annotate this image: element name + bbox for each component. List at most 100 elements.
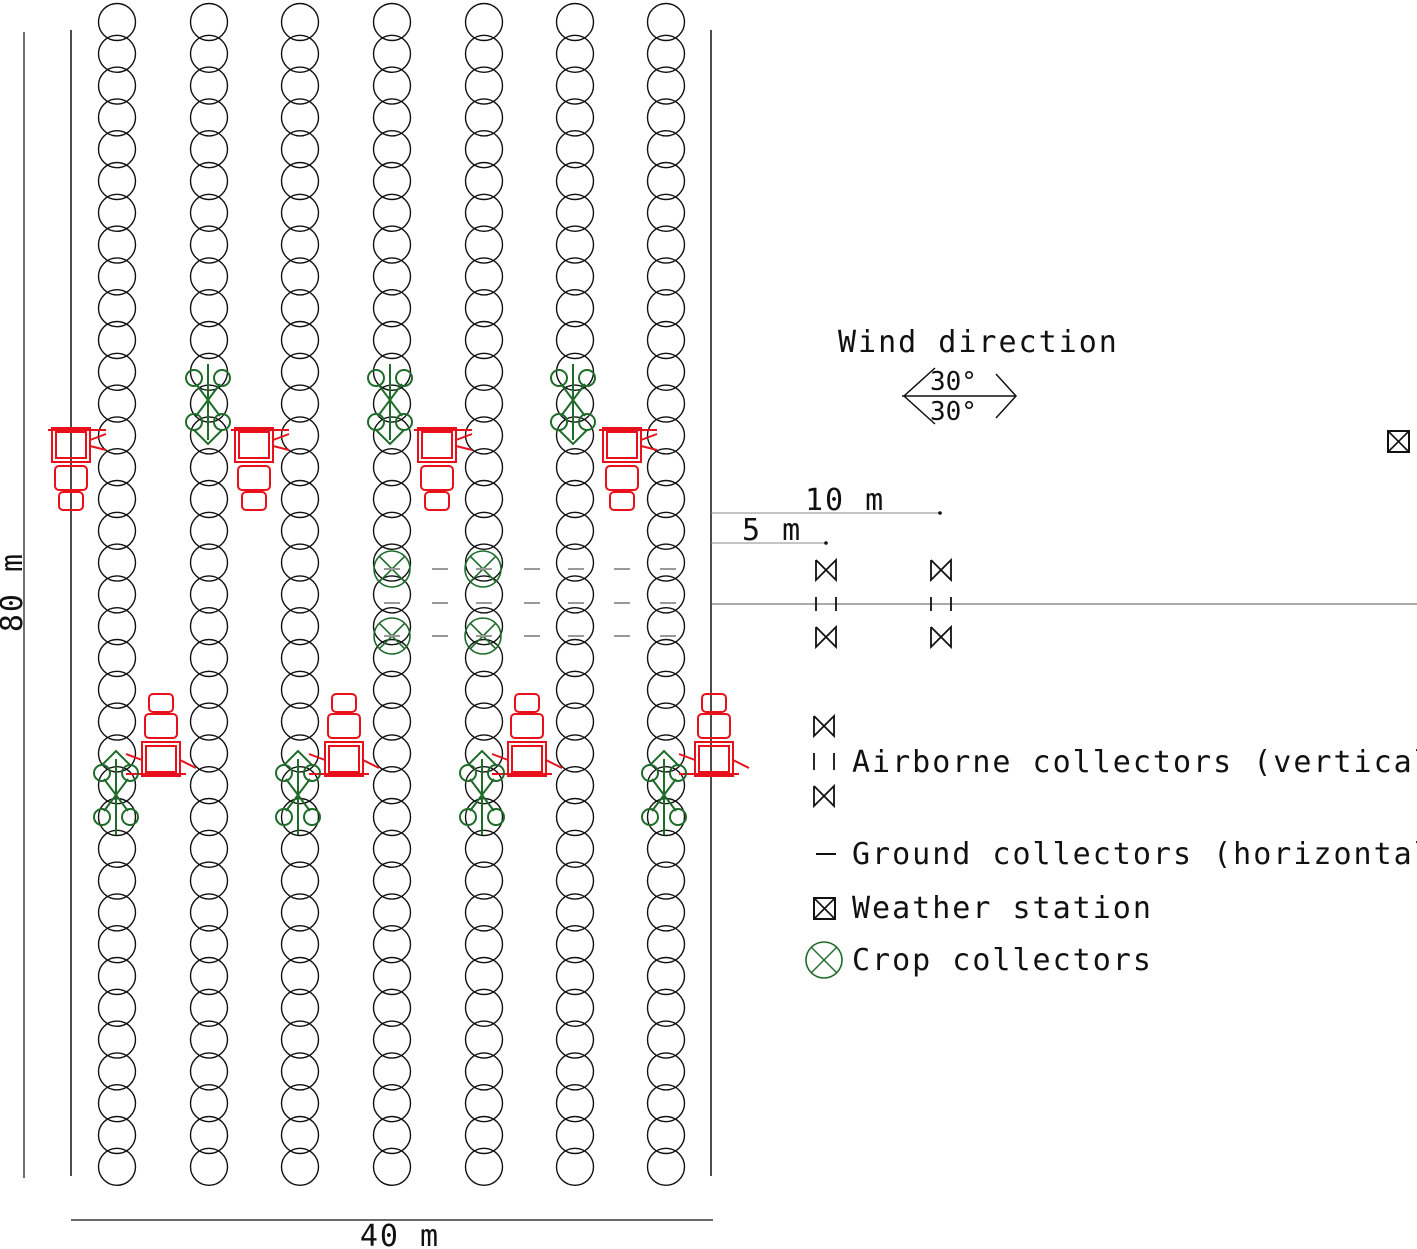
tree [646, 670, 686, 709]
tree [555, 289, 595, 328]
tree [555, 34, 595, 73]
tree [97, 607, 137, 646]
tree [646, 861, 686, 900]
tree-row-4 [372, 2, 412, 1187]
legend-weather-icon [813, 897, 836, 920]
tree [280, 416, 320, 455]
tree [646, 511, 686, 550]
tree-rows [97, 2, 686, 1187]
ground-collector-dashes [384, 568, 676, 637]
tree [464, 670, 504, 709]
tree [646, 988, 686, 1027]
sprayer [491, 693, 563, 777]
tree [97, 988, 137, 1027]
tree [280, 925, 320, 964]
distance-10-end [938, 511, 942, 515]
tree [555, 893, 595, 932]
tree [372, 638, 412, 678]
tree [189, 161, 229, 201]
tree [464, 511, 504, 550]
height-dimension-label: 80 m [0, 552, 30, 632]
tree [646, 734, 686, 773]
tree [464, 161, 504, 201]
tree [372, 66, 412, 105]
tree [372, 225, 412, 264]
tree [646, 1115, 686, 1155]
tree [189, 829, 229, 868]
tree [280, 1052, 320, 1091]
wind-direction-arrow [902, 367, 1018, 425]
tree [372, 1020, 412, 1059]
airborne-collector [815, 557, 837, 583]
plant-marker [367, 364, 413, 446]
tree [555, 988, 595, 1027]
tree [646, 1083, 686, 1123]
tree [464, 129, 504, 169]
tree [280, 289, 320, 328]
tree [280, 1115, 320, 1155]
tree [464, 861, 504, 900]
airborne-collector [930, 557, 952, 583]
tree [555, 925, 595, 964]
tree [97, 479, 137, 519]
tree [189, 797, 229, 837]
tree [97, 1147, 137, 1187]
tree [189, 511, 229, 550]
plant-marker [93, 749, 139, 835]
tree [189, 988, 229, 1027]
tree [464, 352, 504, 391]
tree [464, 2, 504, 42]
airborne-collector [930, 624, 952, 650]
airborne-collectors [815, 557, 952, 650]
tree [97, 638, 137, 678]
tree [555, 1147, 595, 1187]
tree [189, 2, 229, 42]
tree [555, 416, 595, 455]
tree [97, 416, 137, 455]
tree [97, 384, 137, 423]
tree [189, 98, 229, 137]
tree [646, 289, 686, 328]
tree [372, 734, 412, 773]
tree [464, 734, 504, 773]
tree [280, 98, 320, 137]
tree [555, 479, 595, 519]
tree [372, 956, 412, 996]
tree [464, 66, 504, 105]
tree [372, 861, 412, 900]
distance-5-label: 5 m [742, 513, 802, 548]
tree [280, 2, 320, 42]
tree [189, 34, 229, 73]
tree [646, 893, 686, 932]
tree [555, 670, 595, 709]
tree [189, 257, 229, 296]
sprayer [125, 693, 197, 777]
tree-row-5 [464, 2, 504, 1187]
tree [555, 2, 595, 42]
legend: Airborne collectors (vertical) Ground co… [805, 713, 1417, 979]
tree [555, 66, 595, 105]
tree [555, 320, 595, 360]
tree [372, 193, 412, 233]
tree [97, 448, 137, 487]
tree [97, 98, 137, 137]
tree [97, 193, 137, 233]
tree [189, 479, 229, 519]
spray-target-plants [93, 364, 687, 835]
tree [97, 543, 137, 582]
tree [555, 1083, 595, 1123]
tree [372, 829, 412, 868]
tree [372, 988, 412, 1027]
tree [97, 320, 137, 360]
plant-marker [275, 749, 321, 835]
wind-angle-upper: 30° [930, 367, 977, 397]
tree [464, 925, 504, 964]
tree-row-6 [555, 2, 595, 1187]
tree [464, 225, 504, 264]
tree [280, 670, 320, 709]
tree [464, 257, 504, 296]
tree [189, 1083, 229, 1123]
wind-angle-lower: 30° [930, 397, 977, 427]
sprayer [308, 693, 380, 777]
tree [97, 2, 137, 42]
